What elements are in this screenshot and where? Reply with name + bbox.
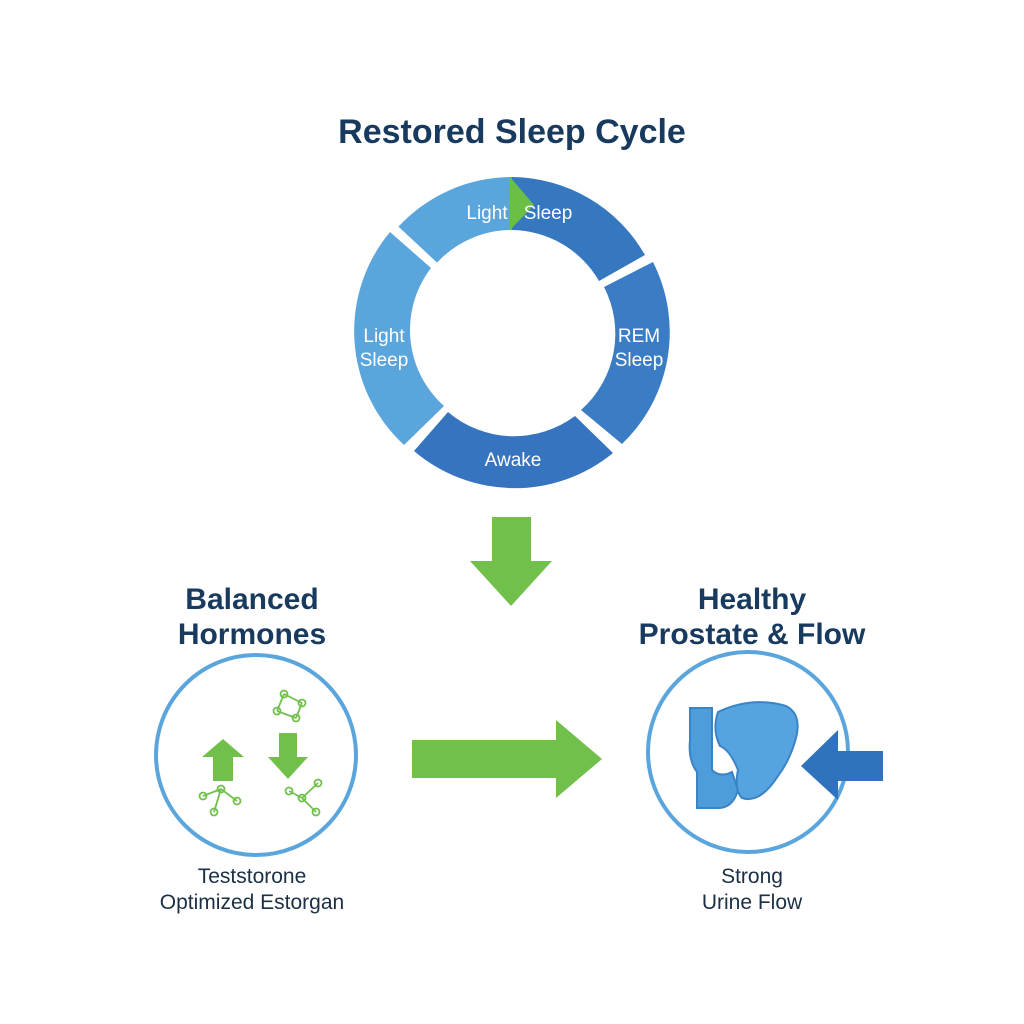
segment-label-light-sleep-left-line1: Light <box>363 326 405 347</box>
prostate-title-line-1: Healthy <box>697 583 807 616</box>
prostate-organ-icon <box>714 701 799 800</box>
segment-label-light-sleep-left-line2: Sleep <box>360 350 409 371</box>
left-arrow-icon <box>801 730 883 800</box>
hormones-circle <box>154 653 358 857</box>
organ-notch-icon <box>720 756 732 764</box>
right-arrow-icon <box>412 720 602 798</box>
ring-segment-light-sleep-left <box>354 232 444 445</box>
urethra-icon <box>688 707 740 809</box>
hormones-title: Balanced Hormones <box>92 582 412 652</box>
prostate-title: Healthy Prostate & Flow <box>592 582 912 652</box>
segment-label-light-sleep-top-right: Sleep <box>524 203 573 224</box>
ring-segment-awake <box>414 412 613 489</box>
hormones-title-line-1: Balanced <box>185 583 319 616</box>
sleep-cycle-ring: Light Sleep Light Sleep REM Sleep Awake <box>354 177 670 489</box>
cycle-progress-indicator <box>510 177 534 230</box>
ring-segment-light-sleep-top-right <box>512 177 645 281</box>
segment-label-rem-line2: Sleep <box>615 350 664 371</box>
hormones-caption: Teststorone Optimized Estorgan <box>92 864 412 916</box>
molecule-icon <box>284 778 323 817</box>
prostate-title-line-2: Prostate & Flow <box>638 618 866 651</box>
ring-segment-light-sleep-top-left <box>398 177 512 263</box>
ring-segment-rem-sleep <box>581 262 670 444</box>
prostate-caption-line-2: Urine Flow <box>701 891 803 914</box>
segment-label-light-sleep-top-left: Light <box>466 203 508 224</box>
page-title: Restored Sleep Cycle <box>338 113 686 151</box>
segment-label-rem-line1: REM <box>618 326 660 347</box>
molecule-icon <box>198 784 242 817</box>
molecule-icon <box>272 689 307 723</box>
prostate-caption: Strong Urine Flow <box>592 864 912 916</box>
hormones-caption-line-2: Optimized Estorgan <box>159 891 345 914</box>
prostate-caption-line-1: Strong <box>721 865 783 888</box>
segment-label-awake: Awake <box>485 450 542 471</box>
increase-arrow-icon <box>202 739 244 781</box>
decrease-arrow-icon <box>268 733 308 779</box>
down-arrow-icon <box>470 517 552 606</box>
hormones-title-line-2: Hormones <box>177 618 327 651</box>
hormones-caption-line-1: Teststorone <box>197 865 307 888</box>
prostate-circle <box>646 650 850 854</box>
